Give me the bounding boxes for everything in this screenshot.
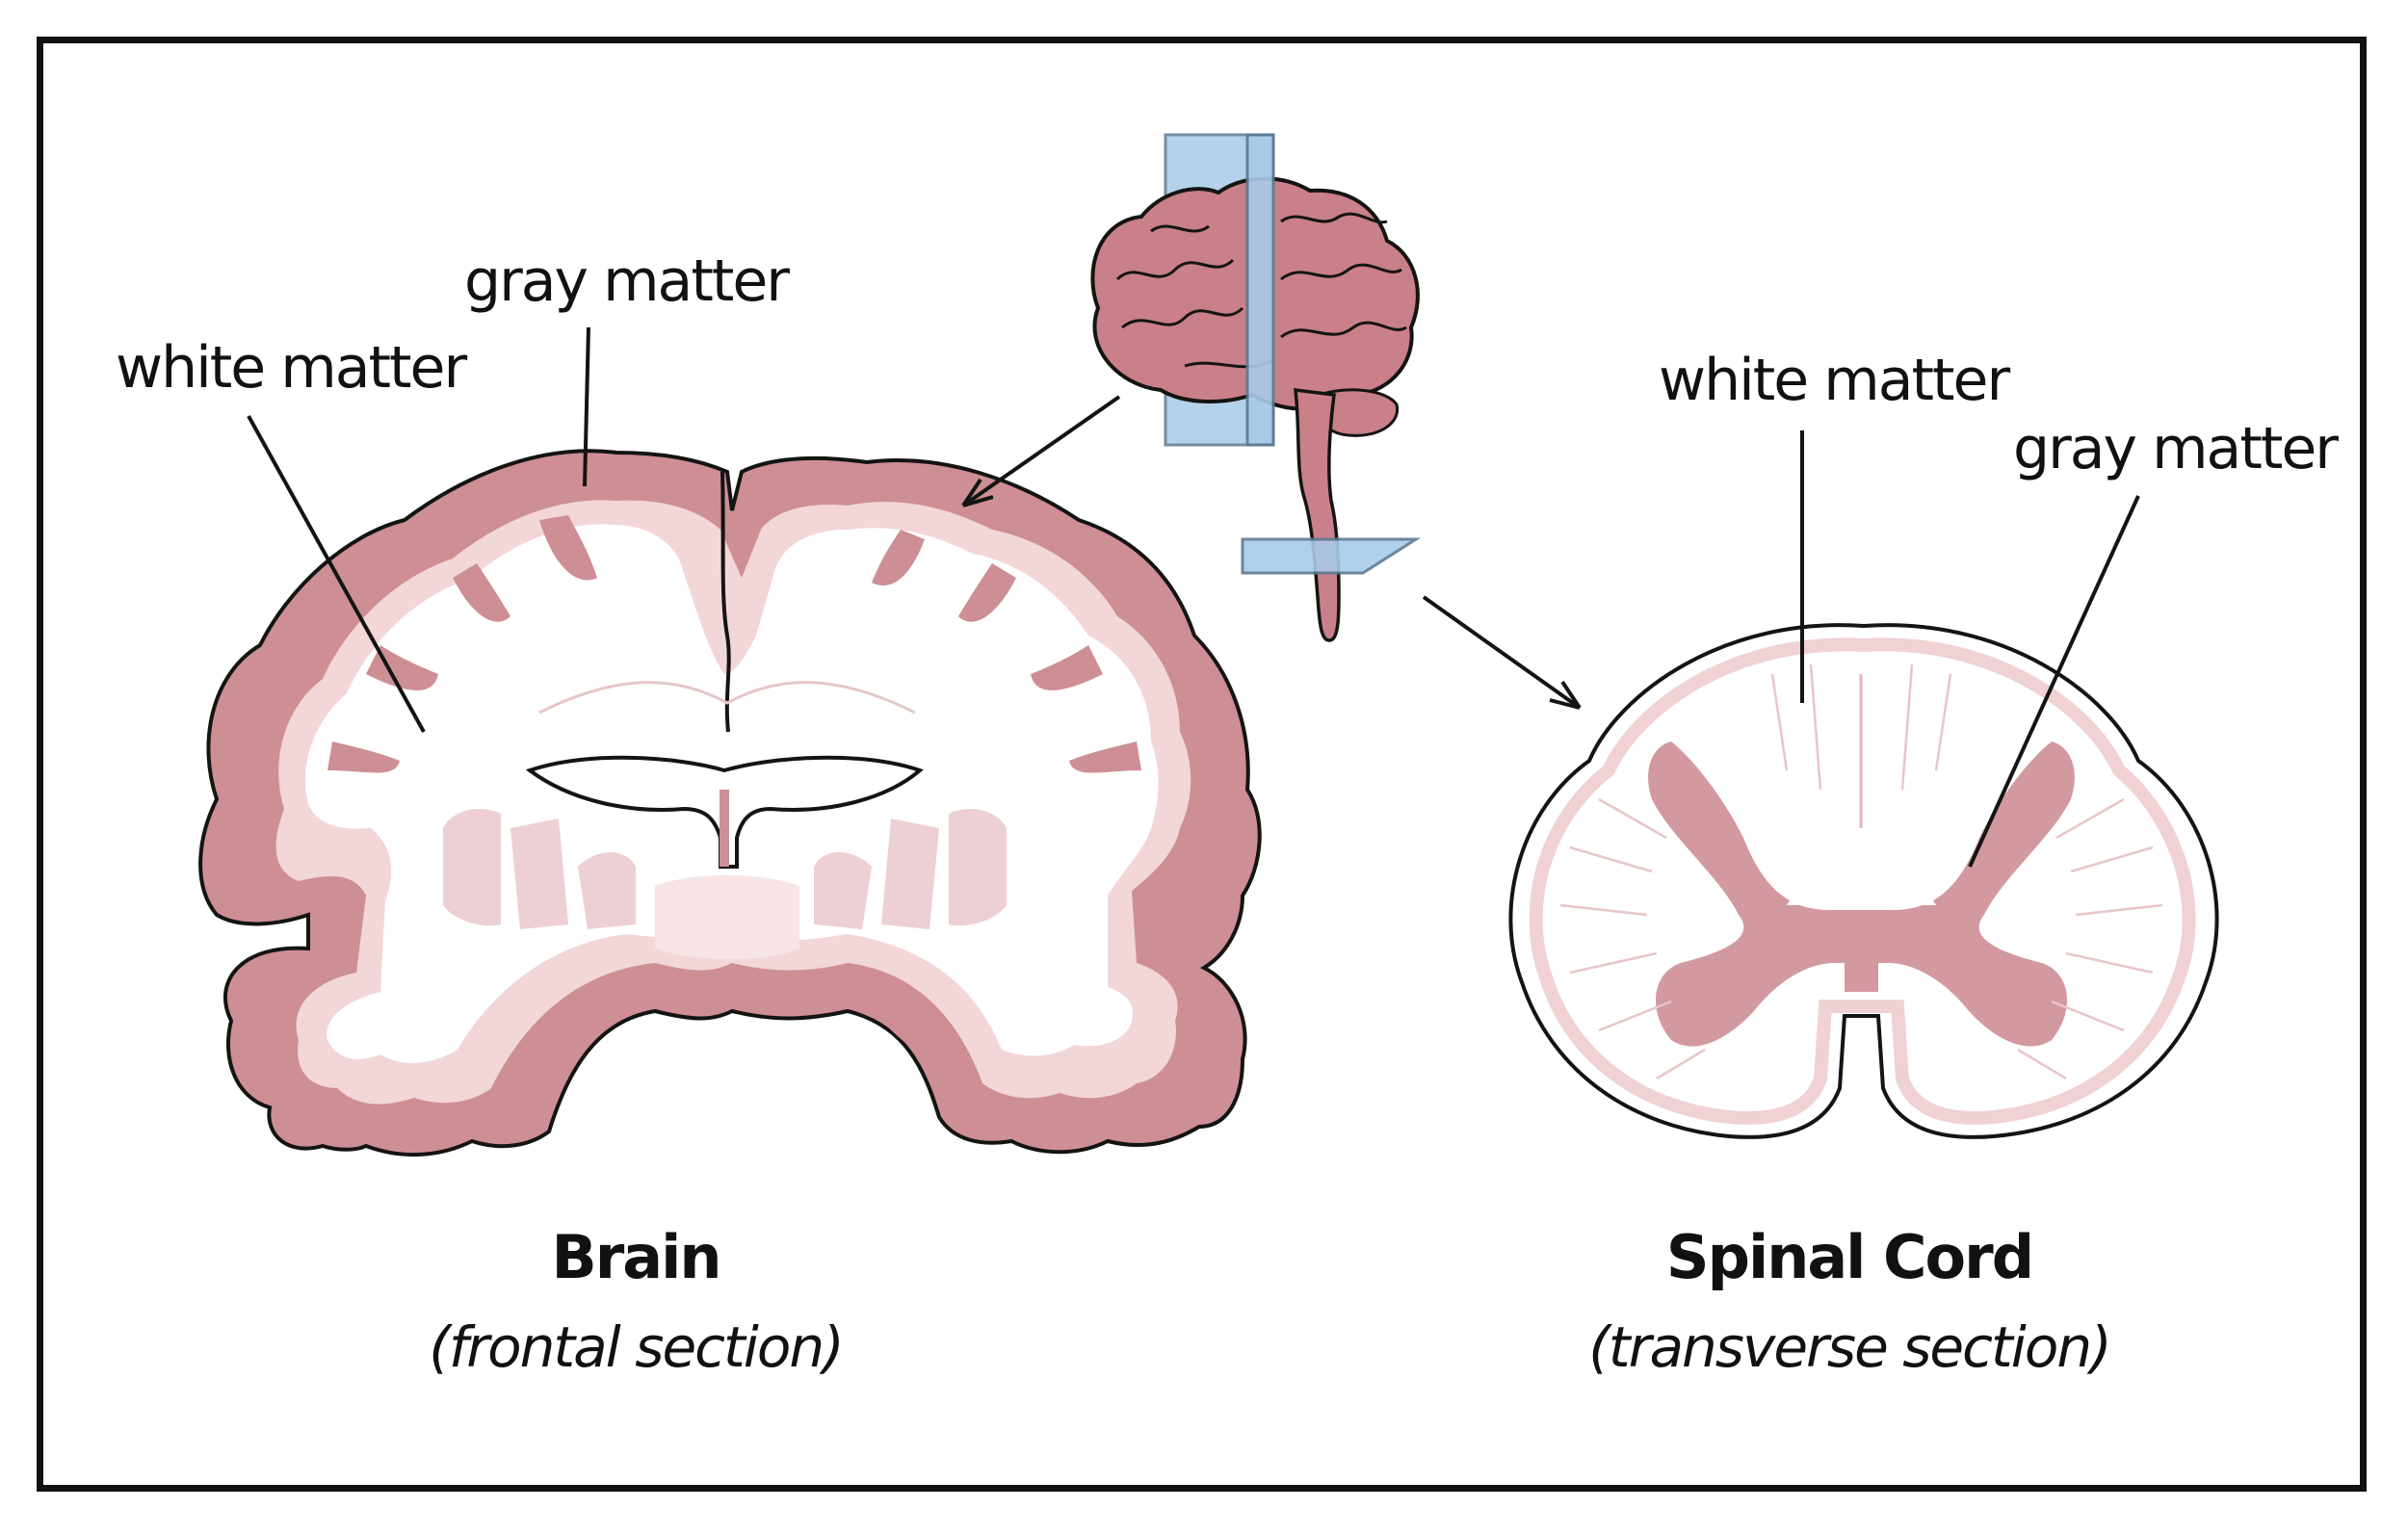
arrow-to-spinal-head: [1550, 682, 1580, 708]
spinal-cord-subtitle: (transverse section): [1551, 1319, 2148, 1375]
brain-gray-matter-label: gray matter: [464, 252, 788, 310]
spinal-cord-title: Spinal Cord: [1589, 1228, 2109, 1287]
brain-title: Brain: [443, 1228, 828, 1287]
brain-frontal-section: [200, 451, 1260, 1155]
spinal-white-matter-label: white matter: [1659, 351, 2008, 409]
brain-subtitle: (frontal section): [385, 1319, 886, 1375]
arrow-to-brain: [963, 397, 1119, 506]
brain-thalamus: [655, 875, 799, 960]
brain-white-matter-label: white matter: [116, 339, 465, 397]
frontal-plane-edge: [1247, 135, 1273, 445]
transverse-plane-icon: [1243, 539, 1416, 573]
spinal-gray-matter-label: gray matter: [2013, 420, 2337, 478]
spinal-cord-section: [1510, 625, 2216, 1137]
arrow-to-spinal: [1424, 597, 1580, 708]
